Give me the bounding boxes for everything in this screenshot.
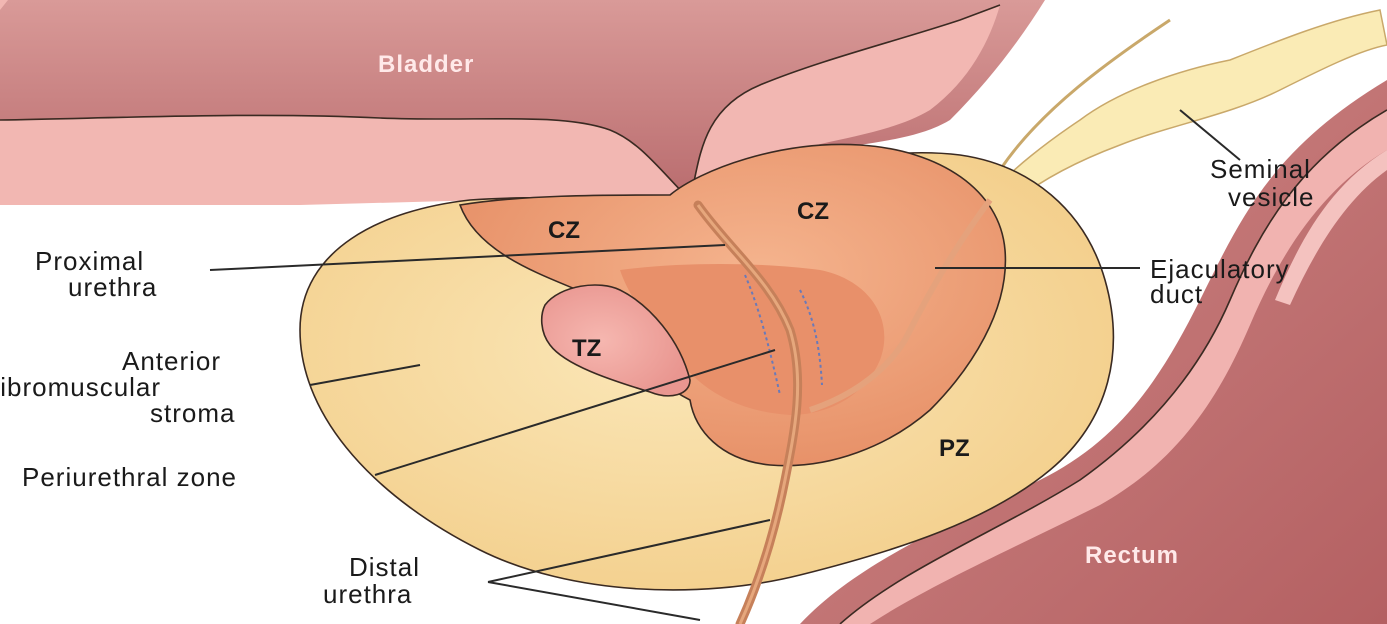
proximal-urethra-label-2: urethra — [68, 272, 157, 302]
seminal-vesicle-label-1: Seminal — [1210, 154, 1311, 184]
cz-right-label: CZ — [797, 198, 829, 225]
anterior-stroma-label-2: fibromuscular — [0, 372, 161, 402]
pz-label: PZ — [939, 435, 970, 462]
periurethral-zone-label: Periurethral zone — [22, 462, 237, 492]
leader-seminal-vesicle — [1180, 110, 1240, 160]
anterior-stroma-label-3: stroma — [150, 398, 235, 428]
distal-urethra-label-1: Distal — [349, 552, 420, 582]
distal-urethra-label-2: urethra — [323, 579, 412, 609]
rectum-label: Rectum — [1085, 542, 1179, 569]
cz-left-label: CZ — [548, 217, 580, 244]
tz-label: TZ — [572, 335, 601, 362]
ejaculatory-duct-label-2: duct — [1150, 279, 1203, 309]
seminal-vesicle-label-2: vesicle — [1228, 182, 1314, 212]
bladder-label: Bladder — [378, 51, 474, 78]
